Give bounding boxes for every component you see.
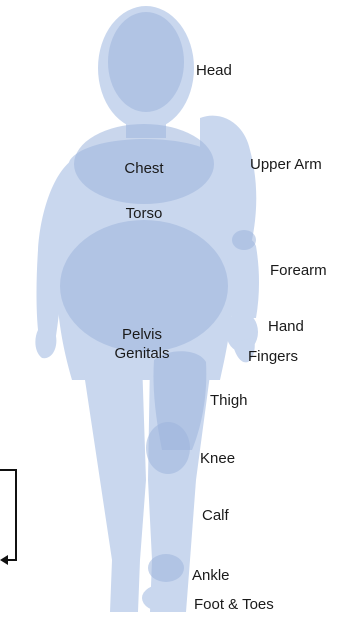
label-fingers: Fingers — [248, 348, 298, 366]
foot-shape — [142, 584, 186, 612]
label-torso: Torso — [112, 205, 176, 223]
label-genitals: Genitals — [104, 345, 180, 363]
label-hand: Hand — [268, 318, 304, 336]
ankle-region — [148, 554, 184, 582]
label-upper-arm: Upper Arm — [250, 156, 322, 174]
knee-region — [146, 422, 190, 474]
label-head: Head — [196, 62, 232, 80]
left-leg-shape — [82, 360, 146, 612]
label-foot-toes: Foot & Toes — [194, 596, 274, 614]
label-chest: Chest — [112, 160, 176, 178]
bracket-arrow-icon — [0, 555, 8, 565]
bracket-line — [0, 470, 16, 560]
label-pelvis: Pelvis — [104, 326, 180, 344]
elbow-region — [232, 230, 256, 250]
label-ankle: Ankle — [192, 567, 230, 585]
left-bracket — [0, 470, 16, 560]
label-knee: Knee — [200, 450, 235, 468]
label-calf: Calf — [202, 507, 229, 525]
head-region — [108, 12, 184, 112]
label-forearm: Forearm — [270, 262, 327, 280]
label-thigh: Thigh — [210, 392, 248, 410]
